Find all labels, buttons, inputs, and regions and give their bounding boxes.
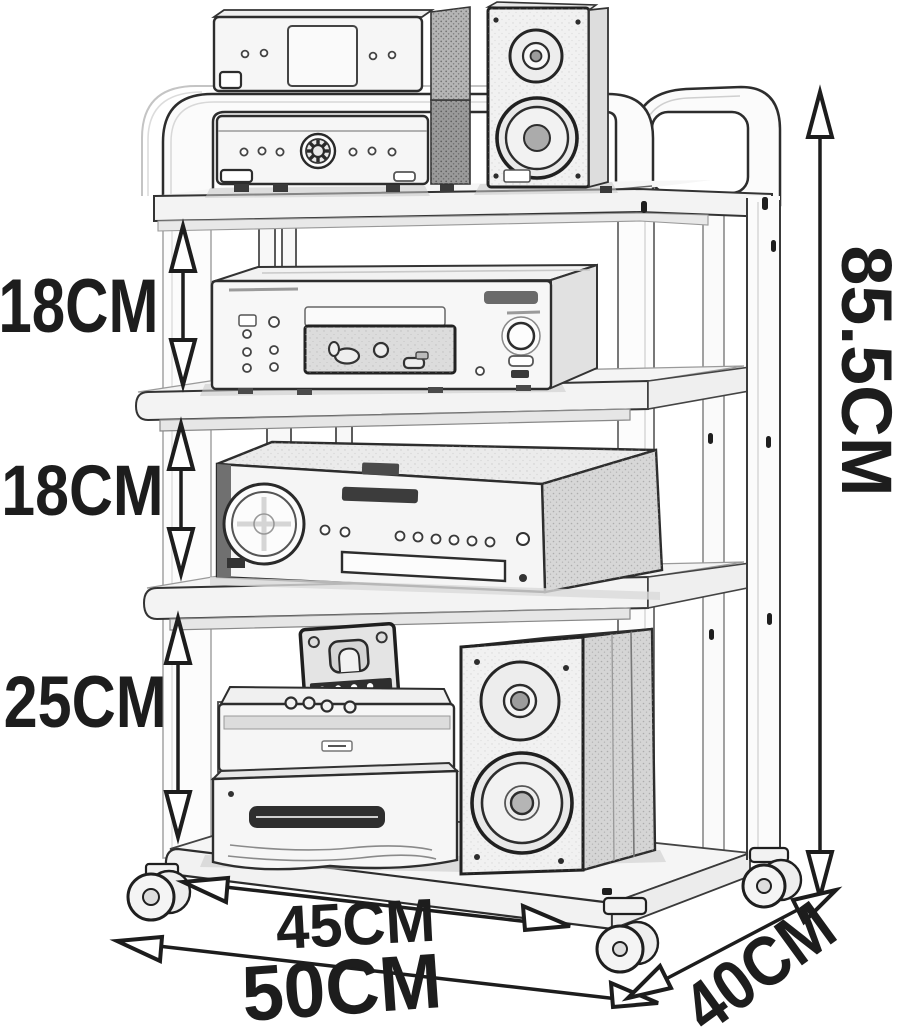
- svg-text:85.5CM: 85.5CM: [826, 246, 897, 497]
- svg-text:50CM: 50CM: [239, 938, 444, 1035]
- svg-text:25CM: 25CM: [4, 662, 167, 743]
- svg-text:18CM: 18CM: [1, 452, 163, 531]
- svg-text:45CM: 45CM: [274, 885, 437, 962]
- svg-text:18CM: 18CM: [0, 263, 159, 348]
